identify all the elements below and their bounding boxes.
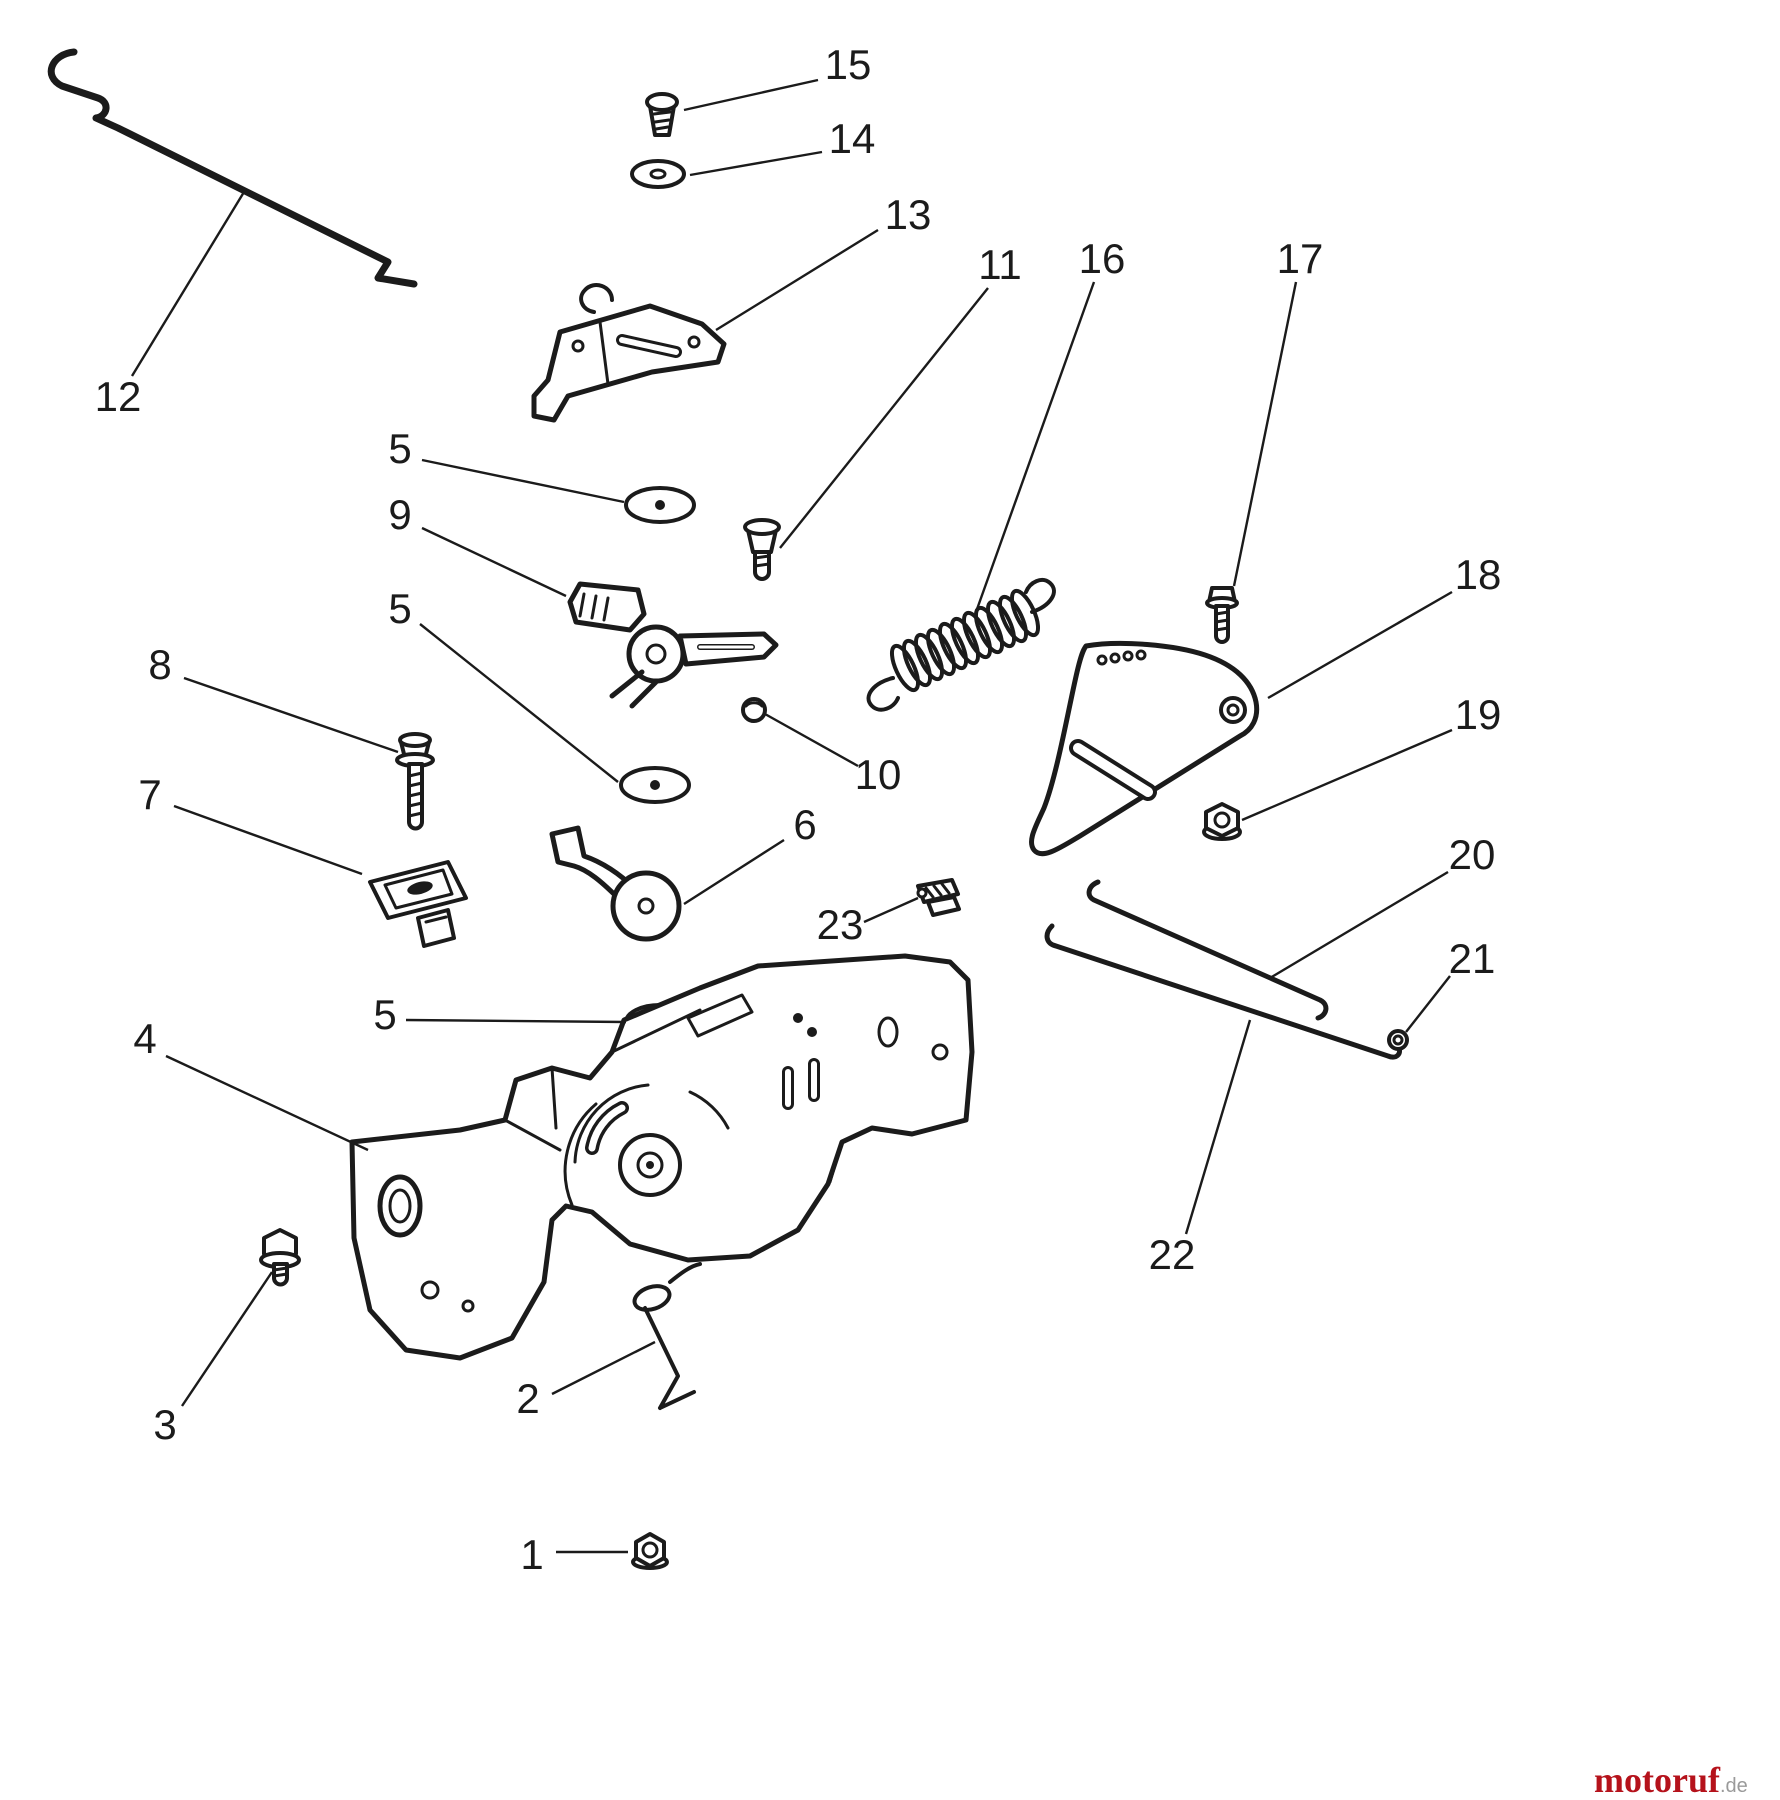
watermark-suffix: .de <box>1720 1775 1748 1797</box>
callout-leader-16 <box>974 281 1096 613</box>
callout-leader-17 <box>1232 281 1298 587</box>
callout-label-10: 10 <box>855 751 902 798</box>
callout-label-15: 15 <box>825 41 872 88</box>
callout-label-21: 21 <box>1449 935 1496 982</box>
callout-leader-15 <box>683 78 819 112</box>
callout-leader-13 <box>715 228 879 332</box>
part-19-flange-nut <box>1202 802 1242 841</box>
callout-label-1: 1 <box>520 1531 543 1578</box>
part-3-hex-bolt <box>259 1228 301 1287</box>
callout-leader-22 <box>1184 1019 1252 1235</box>
callout-leader-2 <box>551 1340 656 1396</box>
part-7-clip-bracket <box>368 860 468 948</box>
callout-label-20: 20 <box>1449 831 1496 878</box>
part-16-extension-spring <box>866 578 1056 712</box>
callout-leader-5 <box>419 623 619 783</box>
part-11-screw <box>743 518 781 581</box>
callout-label-22: 22 <box>1149 1231 1196 1278</box>
watermark: motoruf.de <box>1594 1760 1748 1800</box>
callout-label-12: 12 <box>95 373 142 420</box>
callout-label-9: 9 <box>388 491 411 538</box>
callout-leader-11 <box>779 287 989 549</box>
part-5-washer-top <box>624 486 696 524</box>
callout-label-5: 5 <box>388 425 411 472</box>
callout-label-18: 18 <box>1455 551 1502 598</box>
part-18-control-lever-arm <box>1028 640 1260 857</box>
callout-leader-10 <box>764 712 859 768</box>
callout-leader-14 <box>689 150 823 177</box>
part-1-flange-nut <box>631 1532 669 1570</box>
callout-label-2: 2 <box>516 1375 539 1422</box>
callout-label-23: 23 <box>817 901 864 948</box>
callout-leader-23 <box>863 896 919 924</box>
callout-leader-5 <box>421 458 625 504</box>
callout-leader-20 <box>1269 870 1449 980</box>
callout-leader-5 <box>405 1018 627 1024</box>
part-21-rod-end-nut <box>1387 1029 1409 1051</box>
callout-label-5: 5 <box>388 585 411 632</box>
callout-label-17: 17 <box>1277 235 1324 282</box>
callout-leader-21 <box>1405 975 1451 1033</box>
callout-leader-6 <box>683 838 785 906</box>
part-6-choke-lever <box>549 825 682 942</box>
part-23-swivel-clamp <box>916 878 961 917</box>
part-20-throttle-rod <box>1086 879 1329 1021</box>
part-13-bracket-plate <box>531 283 727 423</box>
part-2-wire-link <box>632 1262 702 1410</box>
part-17-flange-bolt <box>1205 586 1239 644</box>
callout-label-16: 16 <box>1079 235 1126 282</box>
callout-label-5: 5 <box>373 991 396 1038</box>
part-22-choke-rod <box>1044 923 1403 1060</box>
part-12-control-rod <box>47 48 418 288</box>
part-8-hex-bolt <box>395 732 435 831</box>
callout-leader-19 <box>1241 728 1453 822</box>
callout-label-7: 7 <box>138 771 161 818</box>
callout-label-4: 4 <box>133 1015 156 1062</box>
callout-leader-9 <box>421 526 567 598</box>
callout-label-14: 14 <box>829 115 876 162</box>
callout-leader-3 <box>181 1271 273 1407</box>
part-10-small-nut <box>741 697 767 723</box>
callout-label-8: 8 <box>148 641 171 688</box>
watermark-brand: motoruf <box>1594 1760 1721 1800</box>
callout-label-3: 3 <box>153 1401 176 1448</box>
callout-label-11: 11 <box>978 241 1022 288</box>
callout-leader-8 <box>183 676 399 754</box>
callout-leader-12 <box>130 191 246 377</box>
callout-leader-7 <box>173 804 363 876</box>
part-15-screw <box>645 92 679 137</box>
part-5-washer-middle <box>619 766 691 804</box>
callout-leader-18 <box>1267 590 1453 700</box>
part-9-cam-lever-assembly <box>567 581 779 709</box>
callout-label-6: 6 <box>793 801 816 848</box>
part-4-mounting-bracket <box>349 953 975 1361</box>
callout-label-13: 13 <box>885 191 932 238</box>
callout-leader-4 <box>165 1054 369 1152</box>
part-14-washer <box>630 159 686 189</box>
callout-label-19: 19 <box>1455 691 1502 738</box>
